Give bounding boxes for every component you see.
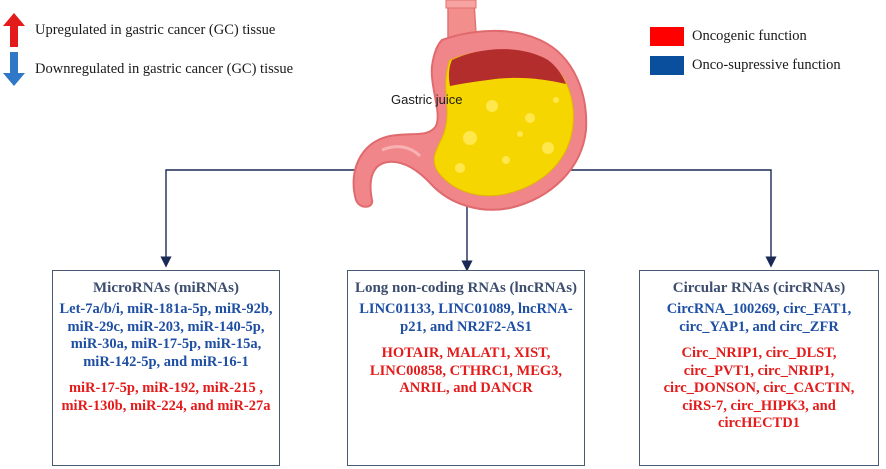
mirna-title: MicroRNAs (miRNAs) — [93, 280, 239, 296]
lncrna-box: Long non-coding RNAs (lncRNAs) LINC01133… — [347, 270, 585, 466]
legend-upregulated: Upregulated in gastric cancer (GC) tissu… — [3, 13, 275, 47]
legend-upregulated-label: Upregulated in gastric cancer (GC) tissu… — [35, 21, 276, 38]
oncogenic-swatch — [650, 27, 684, 46]
circrna-box: Circular RNAs (circRNAs) CircRNA_100269,… — [639, 270, 879, 466]
connector-to-circrna — [535, 169, 777, 268]
gastric-juice-label: Gastric juice — [391, 92, 463, 107]
lncrna-downregulated-list: LINC01133, LINC01089, lncRNA-p21, and NR… — [359, 301, 573, 335]
down-arrow-icon — [3, 52, 25, 86]
mirna-upregulated-list: miR-17-5p, miR-192, miR-215 , miR-130b, … — [61, 380, 271, 414]
legend-oncogenic: Oncogenic function — [650, 27, 807, 46]
up-arrow-icon — [3, 13, 25, 47]
legend-oncogenic-label: Oncogenic function — [692, 28, 807, 44]
mirna-downregulated-list: Let-7a/b/i, miR-181a-5p, miR-92b, miR-29… — [59, 301, 273, 370]
circrna-title: Circular RNAs (circRNAs) — [672, 280, 846, 296]
mirna-box: MicroRNAs (miRNAs) Let-7a/b/i, miR-181a-… — [52, 270, 280, 466]
legend-downregulated: Downregulated in gastric cancer (GC) tis… — [3, 52, 293, 86]
lncrna-upregulated-list: HOTAIR, MALAT1, XIST, LINC00858, CTHRC1,… — [369, 345, 563, 396]
circrna-upregulated-list: Circ_NRIP1, circ_DLST, circ_PVT1, circ_N… — [663, 345, 855, 431]
circrna-downregulated-list: CircRNA_100269, circ_FAT1, circ_YAP1, an… — [666, 301, 852, 335]
legend-downregulated-label: Downregulated in gastric cancer (GC) tis… — [35, 60, 294, 77]
legend-suppressive: Onco-supressive function — [650, 56, 841, 75]
lncrna-title: Long non-coding RNAs (lncRNAs) — [354, 280, 578, 296]
suppressive-swatch — [650, 56, 684, 75]
connector-to-mirna — [160, 169, 375, 268]
legend-suppressive-label: Onco-supressive function — [692, 57, 841, 73]
